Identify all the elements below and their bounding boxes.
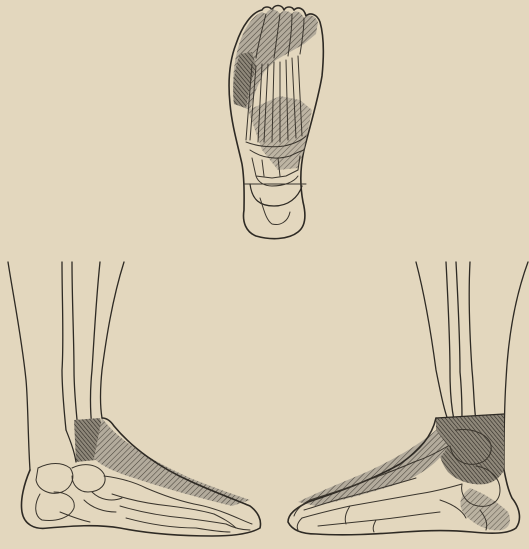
- heel-outline: [250, 184, 302, 206]
- sole-of-foot-view: [229, 6, 323, 239]
- lateral-view-right-foot: [288, 262, 528, 535]
- medial-view-left-foot: [8, 262, 261, 536]
- lateral-sole-shading: [460, 488, 510, 530]
